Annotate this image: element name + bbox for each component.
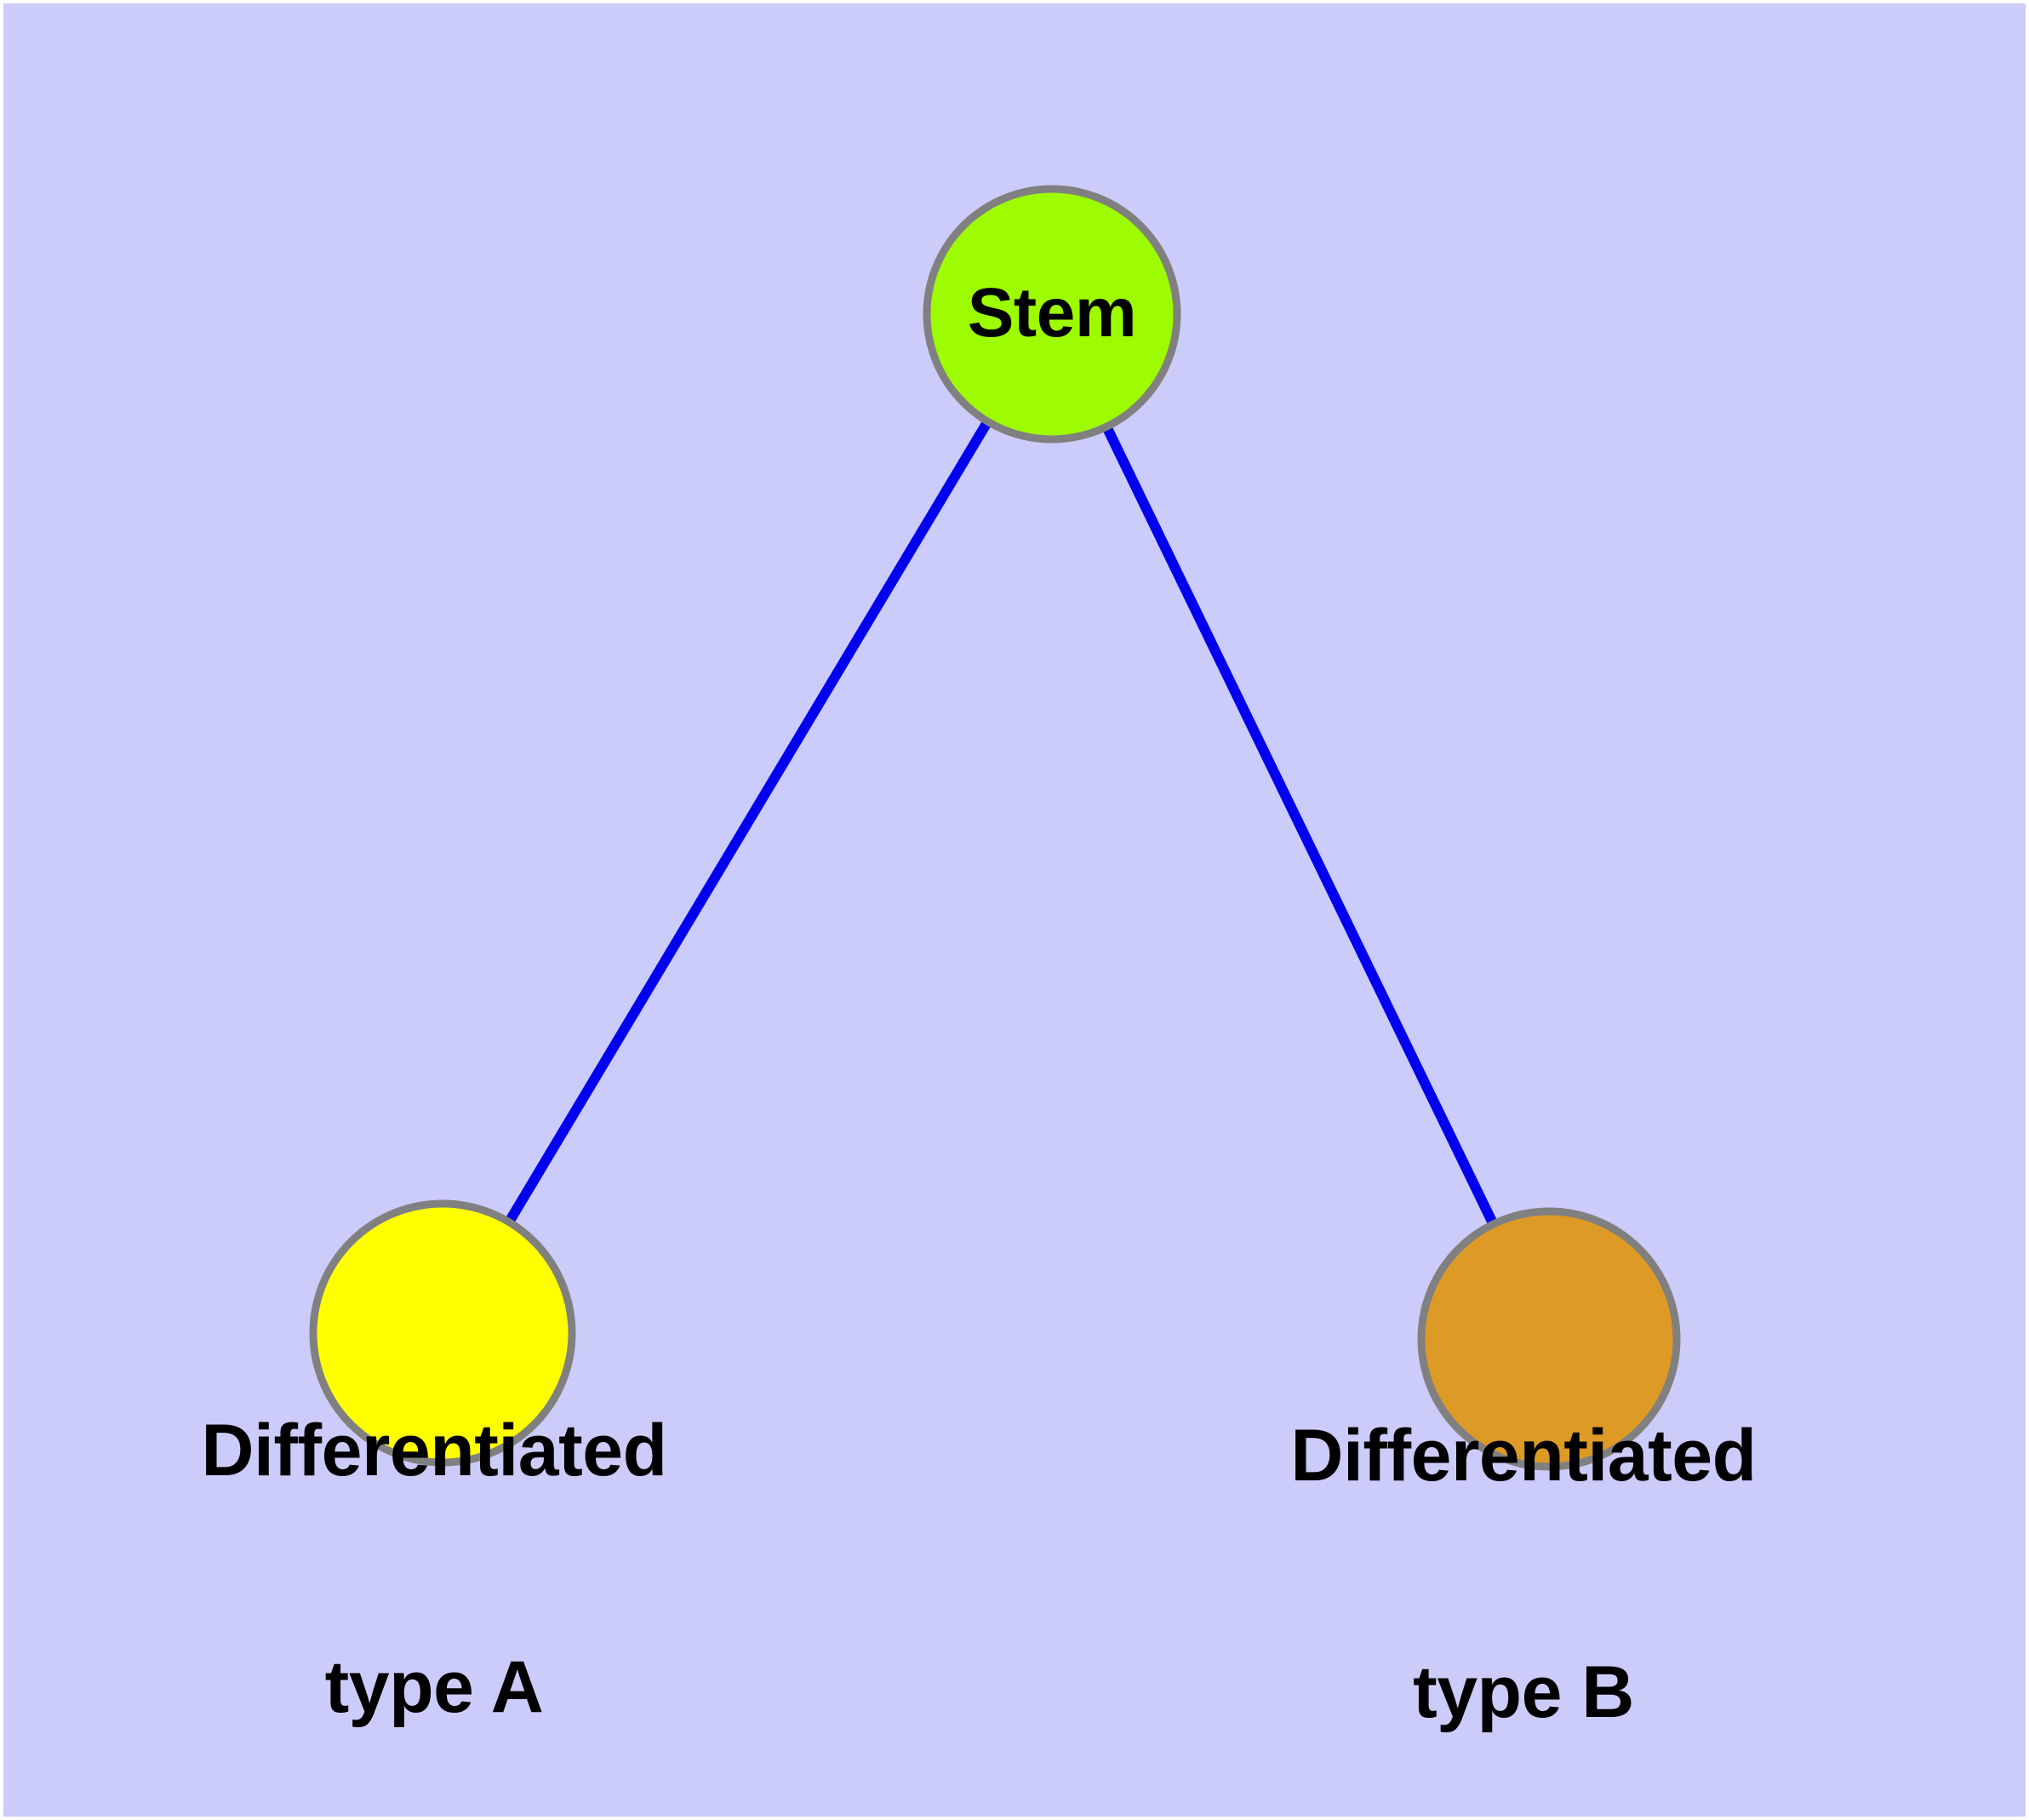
edge-stem-to-type-a-line[interactable] <box>504 419 992 1225</box>
node-layer <box>309 185 1681 1471</box>
node-type-a-circle[interactable] <box>309 1199 576 1467</box>
edge-layer <box>504 419 1498 1227</box>
node-type-b-circle[interactable] <box>1417 1207 1681 1471</box>
edge-stem-to-type-b-line[interactable] <box>1101 424 1498 1227</box>
node-stem-circle[interactable] <box>923 185 1181 444</box>
